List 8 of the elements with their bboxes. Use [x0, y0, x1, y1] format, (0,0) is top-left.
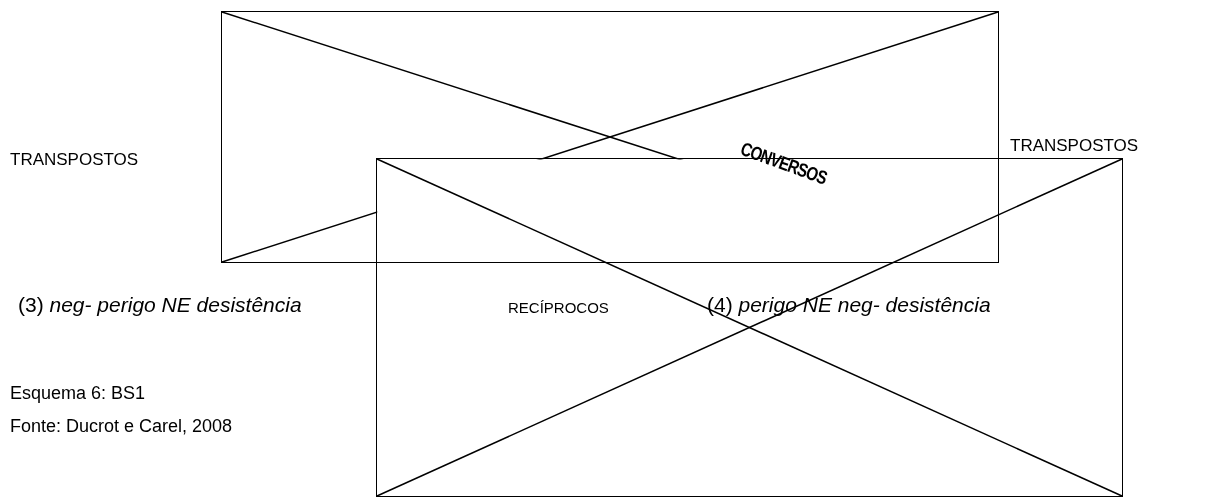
crossed-rectangle: [221, 11, 999, 263]
proposition-label: (4) perigo NE neg- desistência: [707, 293, 991, 318]
source-note: Fonte: Ducrot e Carel, 2008: [10, 416, 233, 437]
proposition-label: (3) neg- perigo NE desistência: [18, 293, 302, 318]
side-label: TRANSPOSTOS: [1010, 136, 1139, 156]
side-label: TRANSPOSTOS: [10, 150, 139, 170]
relation-label: RECÍPROCOS: [508, 299, 609, 317]
figure-caption: Esquema 6: BS1: [10, 383, 146, 404]
